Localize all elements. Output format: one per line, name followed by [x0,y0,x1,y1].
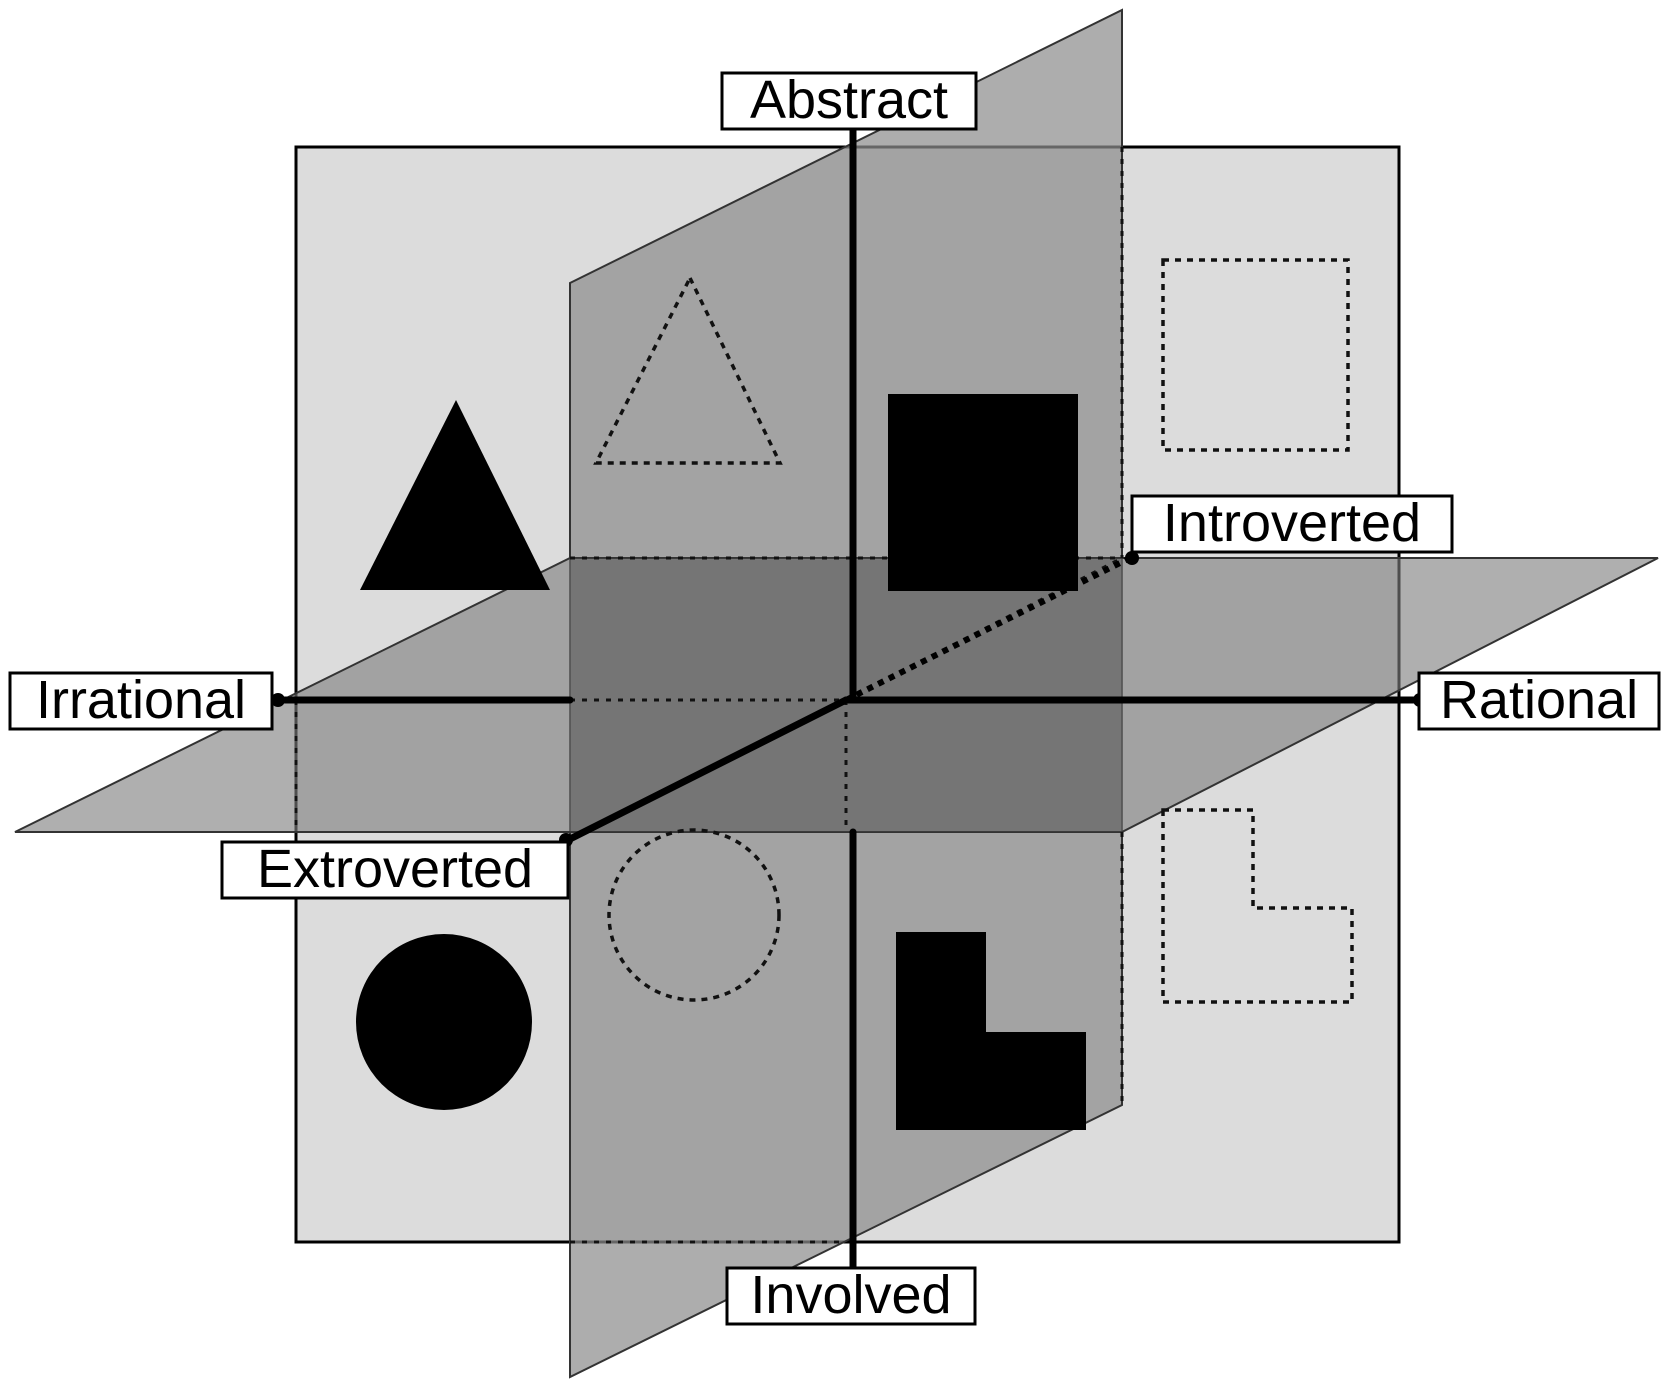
label-involved-text: Involved [750,1265,951,1325]
label-rational-text: Rational [1440,670,1638,730]
label-irrational: Irrational [8,670,274,731]
solid-triangle [360,400,550,590]
plane-overlap [570,558,1122,832]
dashed-circle [607,828,781,1002]
label-introverted-text: Introverted [1163,493,1421,553]
solid-l-shape [896,932,1086,1130]
solid-square [888,394,1078,591]
label-introverted: Introverted [1130,493,1454,554]
dashed-square [1161,258,1350,452]
label-abstract: Abstract [720,70,978,131]
label-extroverted-text: Extroverted [257,839,533,899]
depth-axis-front [564,696,850,844]
dashed-triangle [593,274,783,465]
dashed-l-shape [1161,808,1354,1004]
solid-circle [356,934,532,1110]
label-abstract-text: Abstract [750,70,948,130]
label-involved: Involved [725,1265,977,1326]
label-extroverted: Extroverted [220,839,570,900]
depth-axis-back [844,555,1132,703]
axes [274,126,1424,1274]
label-rational: Rational [1417,670,1661,731]
label-irrational-text: Irrational [36,670,246,730]
